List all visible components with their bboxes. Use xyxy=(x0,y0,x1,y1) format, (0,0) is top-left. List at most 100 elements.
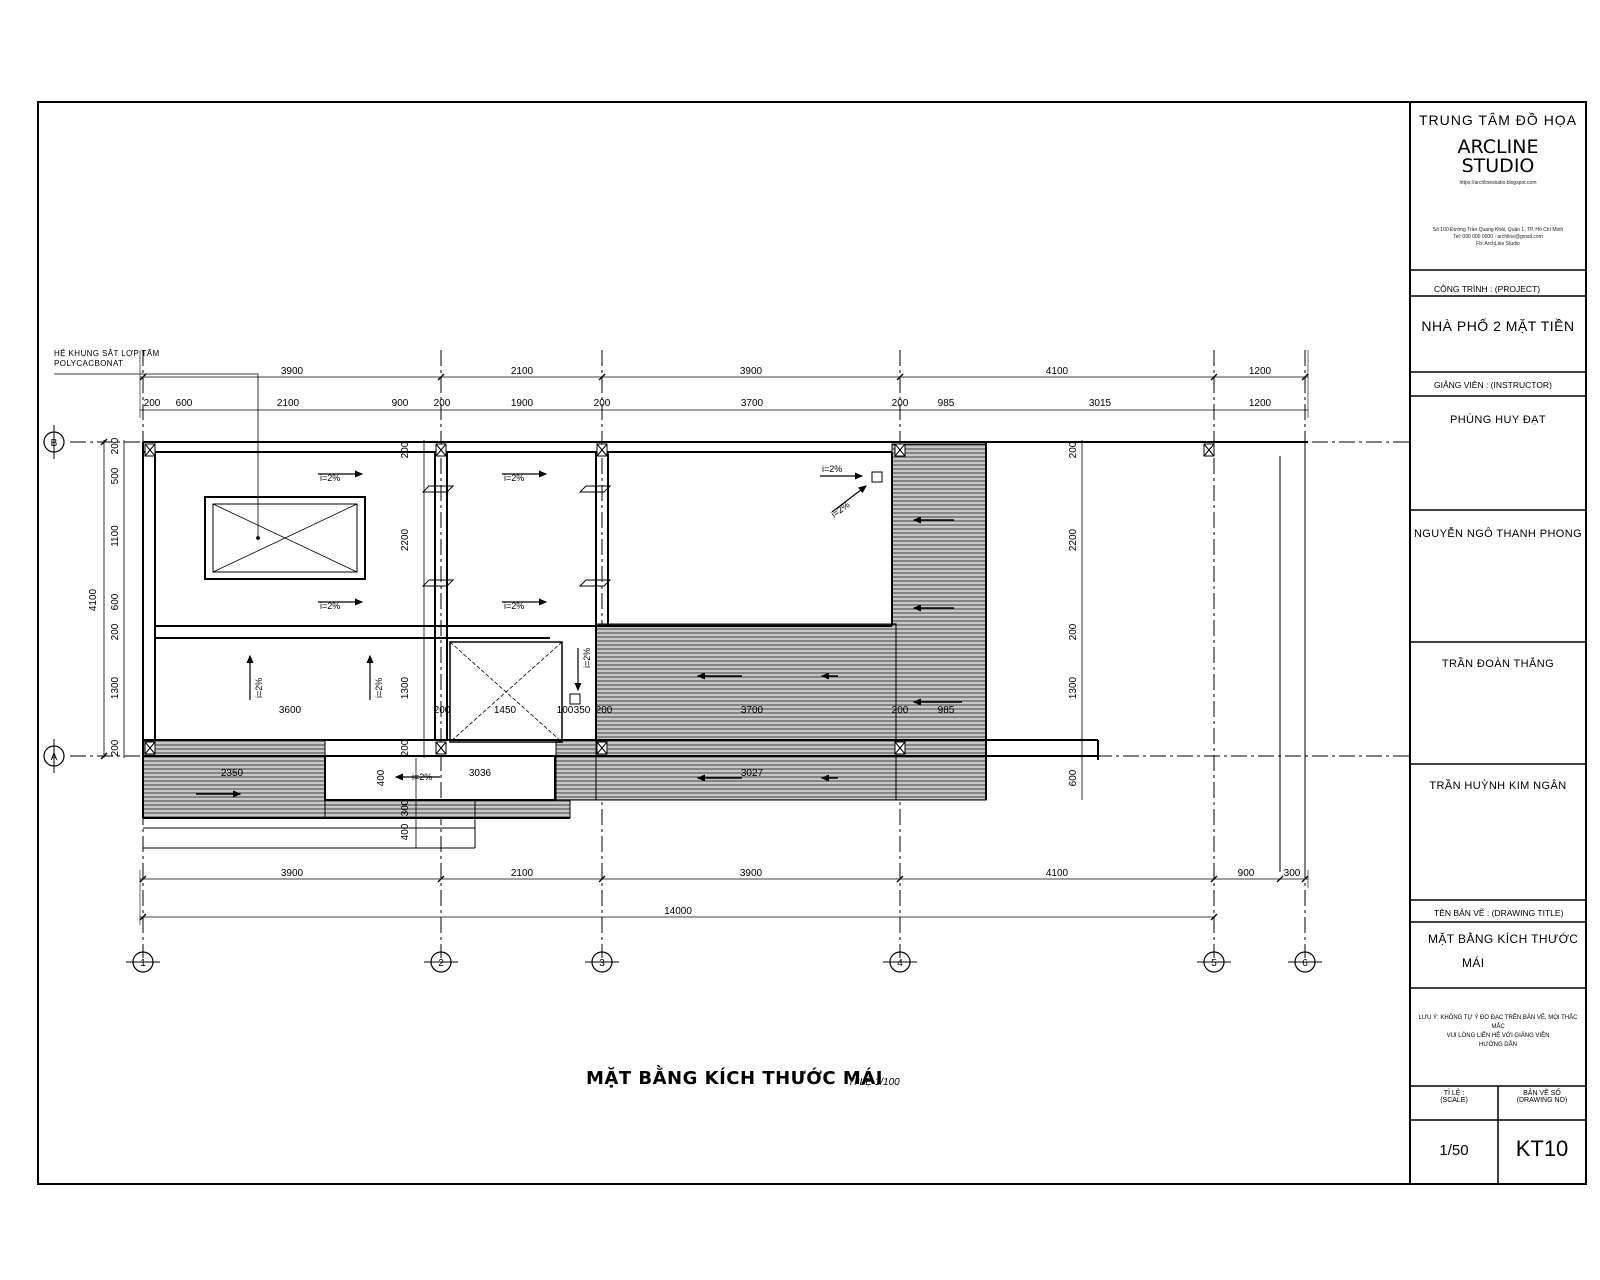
note-2: VUI LÒNG LIÊN HỆ VỚI GIẢNG VIÊN xyxy=(1446,1033,1550,1039)
slope-label: i=2% xyxy=(254,678,264,698)
dim-bottom-1: 2100 xyxy=(511,868,534,879)
slope-label: i=2% xyxy=(320,601,340,611)
studio-logo-line-1: ARCLINE xyxy=(1457,136,1539,158)
dim-lower-4: 400 xyxy=(400,823,411,840)
dim-row-8: 985 xyxy=(938,705,955,716)
grid-label-3: 3 xyxy=(599,958,605,969)
slope-label: i=2% xyxy=(829,500,851,520)
dim-top2-7: 3700 xyxy=(741,398,764,409)
sheet-number-label: BẢN VẼ SỐ (DRAWING NO) xyxy=(1498,1090,1586,1104)
title-block-lines xyxy=(1410,269,1586,1184)
slope-label: i=2% xyxy=(582,648,592,668)
skylight xyxy=(204,496,366,580)
beam-brackets xyxy=(421,485,612,587)
dim-top1-3: 4100 xyxy=(1046,366,1069,377)
dim-total: 14000 xyxy=(664,906,692,917)
grid-label-B: B xyxy=(51,438,58,449)
dim-top2-3: 900 xyxy=(392,398,409,409)
note-line-1: HỆ KHUNG SẮT LỢP TẤM xyxy=(54,349,160,358)
drawing-title-label: TÊN BẢN VẼ : (DRAWING TITLE) xyxy=(1434,908,1564,918)
dim-lower-5: 300 xyxy=(400,799,411,816)
person-1: PHÙNG HUY ĐẠT xyxy=(1449,414,1547,426)
slope-label: i=2% xyxy=(374,678,384,698)
slope-label: i=2% xyxy=(504,473,524,483)
dim-left-2: 1100 xyxy=(110,525,121,547)
grid-bubble-2: 2 xyxy=(424,951,458,973)
dim-left-6: 200 xyxy=(110,739,121,756)
slope-arrows xyxy=(196,470,962,798)
grid-bubbles: 1 2 3 4 5 6 B xyxy=(43,425,1322,973)
person-4: TRẦN HUỲNH KIM NGÂN xyxy=(1429,780,1567,792)
dim-top1-0: 3900 xyxy=(281,366,304,377)
dim-top2-0: 200 xyxy=(144,398,161,409)
dim-row-3: 100 xyxy=(557,705,574,716)
slope-label: i=2% xyxy=(504,601,524,611)
sheet-label-2: (DRAWING NO) xyxy=(1516,1097,1568,1104)
sheet-number-value: KT10 xyxy=(1515,1136,1569,1161)
dim-top1-4: 1200 xyxy=(1249,366,1272,377)
scale-label-2: (SCALE) xyxy=(1440,1097,1468,1104)
dimension-lines xyxy=(100,350,1309,925)
dim-top2-9: 985 xyxy=(938,398,955,409)
sheet-border xyxy=(37,101,1587,1185)
dim-left-0: 200 xyxy=(110,437,121,454)
grid-bubble-6: 6 xyxy=(1288,951,1322,973)
roof-hatch-areas xyxy=(142,443,987,819)
dim-lower-2: 3027 xyxy=(741,768,764,779)
dim-top2-4: 200 xyxy=(434,398,451,409)
dim-top1-2: 3900 xyxy=(740,366,763,377)
stair-opening xyxy=(449,641,563,743)
roof-outline xyxy=(142,441,1308,872)
dim-right-2: 200 xyxy=(1068,623,1079,640)
dim-row-4: 350 xyxy=(574,705,591,716)
dim-row-6: 3700 xyxy=(741,705,764,716)
grid-label-2: 2 xyxy=(438,958,444,969)
dim-left-3: 600 xyxy=(110,593,121,610)
project-label: CÔNG TRÌNH : (PROJECT) xyxy=(1434,284,1541,294)
scale-label: TỈ LỆ : (SCALE) xyxy=(1410,1090,1498,1104)
dim-top2-5: 1900 xyxy=(511,398,534,409)
dim-row-2: 1450 xyxy=(494,705,517,716)
dim-inner-0: 2200 xyxy=(400,528,411,551)
dim-left-5: 1300 xyxy=(110,676,121,699)
scale-label-1: TỈ LỆ : xyxy=(1443,1090,1465,1097)
studio-logo-line-2: STUDIO xyxy=(1461,155,1535,177)
dim-top2-10: 3015 xyxy=(1089,398,1112,409)
dim-right-1: 2200 xyxy=(1068,528,1079,551)
note-line-2: POLYCACBONAT xyxy=(54,359,124,368)
grid-bubble-1: 1 xyxy=(126,951,160,973)
grid-bubble-5: 5 xyxy=(1197,951,1231,973)
center-name: TRUNG TÂM ĐỒ HỌA xyxy=(1418,112,1578,128)
grid-bubble-4: 4 xyxy=(883,951,917,973)
dim-inner-3: 200 xyxy=(400,739,411,756)
grid-bubble-B: B xyxy=(43,425,65,459)
person-3: TRẦN ĐOÀN THẮNG xyxy=(1441,658,1555,670)
dim-row-5: 200 xyxy=(596,705,613,716)
studio-address-1: Số 100 Đường Trần Quang Khải, Quận 1, TP… xyxy=(1432,227,1564,233)
grid-label-1: 1 xyxy=(140,958,146,969)
dim-left-1: 500 xyxy=(110,467,121,484)
instructor-label: GIẢNG VIÊN : (INSTRUCTOR) xyxy=(1434,380,1552,390)
dim-bottom-3: 4100 xyxy=(1046,868,1069,879)
dim-top1-1: 2100 xyxy=(511,366,534,377)
dim-right-4: 600 xyxy=(1068,769,1079,786)
dim-bottom-0: 3900 xyxy=(281,868,304,879)
slope-label: i=2% xyxy=(320,473,340,483)
dim-row-7: 200 xyxy=(892,705,909,716)
studio-address-3: Fb: ArchLine Studio xyxy=(1476,241,1520,247)
dim-row-0: 3600 xyxy=(279,705,302,716)
dim-bottom-4: 900 xyxy=(1238,868,1255,879)
dim-lower-0: 2350 xyxy=(221,768,244,779)
grid-label-5: 5 xyxy=(1211,958,1217,969)
dim-left-total: 4100 xyxy=(88,588,99,611)
drawing-name-line-2: MÁI xyxy=(1462,956,1485,970)
dim-inner-1: 200 xyxy=(400,441,411,458)
grid-label-A: A xyxy=(51,752,58,763)
dim-left-4: 200 xyxy=(110,623,121,640)
dim-top2-8: 200 xyxy=(892,398,909,409)
dim-inner-2: 1300 xyxy=(400,676,411,699)
studio-header: TRUNG TÂM ĐỒ HỌA ARCLINE STUDIO https://… xyxy=(1410,112,1586,248)
dim-lower-1: 3036 xyxy=(469,768,492,779)
dim-top2-6: 200 xyxy=(594,398,611,409)
